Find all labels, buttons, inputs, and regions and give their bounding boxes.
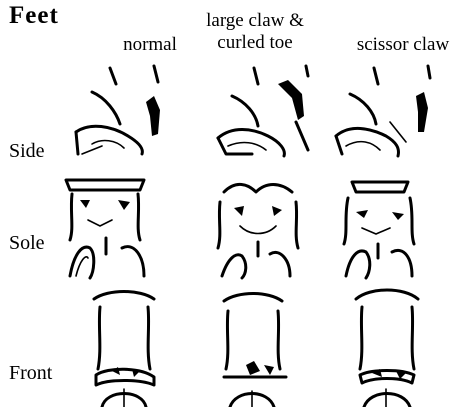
foot-side-scissor-claw — [330, 62, 440, 158]
foot-front-scissor-claw — [350, 285, 430, 407]
foot-sole-normal — [60, 172, 156, 280]
row-label-front: Front — [9, 362, 52, 385]
foot-side-normal — [72, 62, 172, 158]
foot-front-sketch-icon — [350, 285, 430, 407]
row-label-side: Side — [9, 140, 45, 163]
column-header-normal: normal — [100, 34, 200, 56]
foot-side-sketch-icon — [330, 62, 440, 158]
column-header-large-claw: large claw & curled toe — [195, 10, 315, 54]
foot-sole-sketch-icon — [330, 172, 430, 280]
foot-sole-scissor-claw — [330, 172, 430, 280]
foot-sole-large-claw — [210, 172, 310, 280]
column-header-scissor-claw: scissor claw — [338, 34, 462, 56]
foot-front-normal — [88, 285, 168, 407]
foot-front-large-claw — [216, 285, 296, 407]
foot-side-sketch-icon — [212, 62, 317, 158]
foot-sole-sketch-icon — [60, 172, 156, 280]
foot-front-sketch-icon — [216, 285, 296, 407]
row-label-sole: Sole — [9, 232, 45, 255]
foot-sole-sketch-icon — [210, 172, 310, 280]
foot-side-sketch-icon — [72, 62, 172, 158]
foot-side-large-claw — [212, 62, 317, 158]
diagram-title: Feet — [9, 2, 59, 30]
foot-front-sketch-icon — [88, 285, 168, 407]
